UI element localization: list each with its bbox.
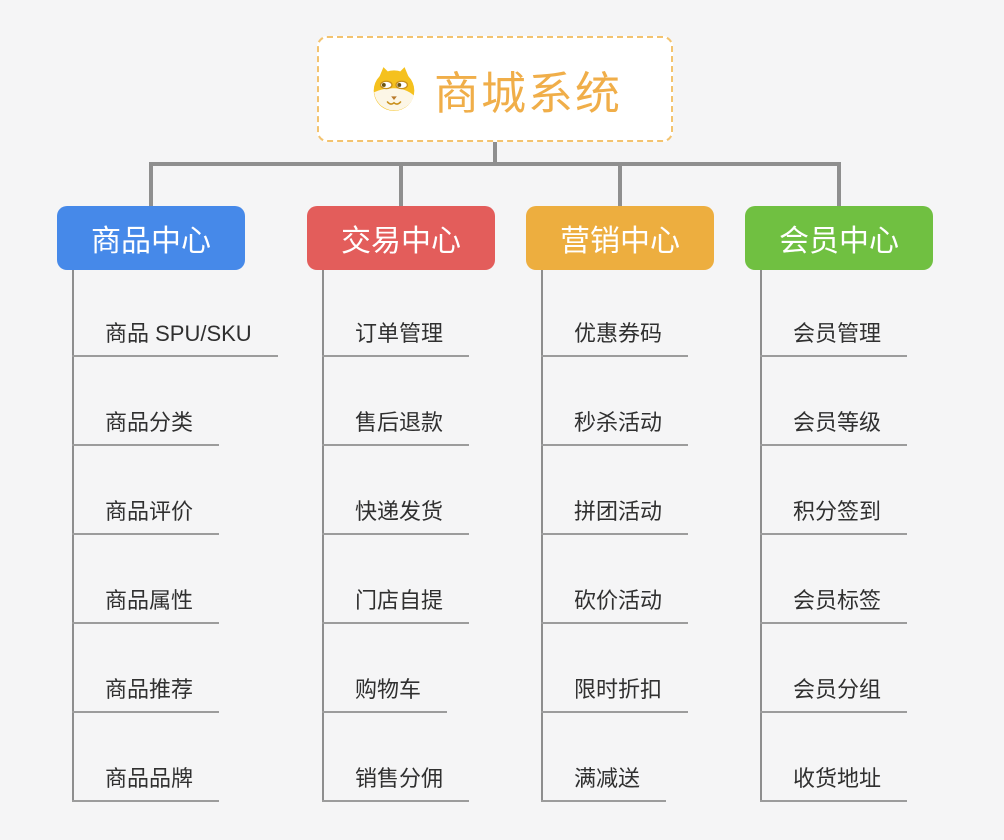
leaf-node[interactable]: 会员分组 — [760, 673, 908, 713]
branch-head-member-center[interactable]: 会员中心 — [745, 206, 933, 270]
root-node[interactable]: 商城系统 — [317, 36, 673, 142]
leaf-node[interactable]: 商品 SPU/SKU — [72, 317, 278, 357]
leaf-node[interactable]: 商品评价 — [72, 495, 220, 535]
leaf-node[interactable]: 订单管理 — [322, 317, 470, 357]
leaf-node[interactable]: 会员等级 — [760, 406, 908, 446]
branch-spine — [760, 270, 762, 802]
leaf-node[interactable]: 拼团活动 — [541, 495, 689, 535]
branch-marketing-center: 营销中心 优惠券码 秒杀活动 拼团活动 砍价活动 限时折扣 满减送 — [526, 206, 786, 806]
leaf-node[interactable]: 满减送 — [541, 762, 667, 802]
leaf-node[interactable]: 收货地址 — [760, 762, 908, 802]
branch-spine — [322, 270, 324, 802]
leaf-node[interactable]: 门店自提 — [322, 584, 470, 624]
branch-head-product-center[interactable]: 商品中心 — [57, 206, 245, 270]
leaf-node[interactable]: 优惠券码 — [541, 317, 689, 357]
leaf-node[interactable]: 会员标签 — [760, 584, 908, 624]
leaf-node[interactable]: 限时折扣 — [541, 673, 689, 713]
shiba-dog-icon — [373, 67, 415, 111]
leaf-node[interactable]: 积分签到 — [760, 495, 908, 535]
connector-drop — [149, 162, 153, 208]
leaf-node[interactable]: 会员管理 — [760, 317, 908, 357]
leaf-node[interactable]: 快递发货 — [322, 495, 470, 535]
leaf-node[interactable]: 购物车 — [322, 673, 448, 713]
root-connector-stub — [493, 141, 497, 164]
branch-head-trade-center[interactable]: 交易中心 — [307, 206, 495, 270]
branch-spine — [72, 270, 74, 802]
leaf-node[interactable]: 商品品牌 — [72, 762, 220, 802]
leaf-node[interactable]: 销售分佣 — [322, 762, 470, 802]
branch-head-marketing-center[interactable]: 营销中心 — [526, 206, 714, 270]
branch-trade-center: 交易中心 订单管理 售后退款 快递发货 门店自提 购物车 销售分佣 — [307, 206, 567, 806]
leaf-node[interactable]: 商品推荐 — [72, 673, 220, 713]
connector-drop — [399, 162, 403, 208]
root-title: 商城系统 — [433, 67, 622, 119]
leaf-node[interactable]: 秒杀活动 — [541, 406, 689, 446]
connector-drop — [837, 162, 841, 208]
connector-hline — [149, 162, 841, 166]
leaf-node[interactable]: 商品分类 — [72, 406, 220, 446]
leaf-node[interactable]: 商品属性 — [72, 584, 220, 624]
connector-drop — [618, 162, 622, 208]
branch-product-center: 商品中心 商品 SPU/SKU 商品分类 商品评价 商品属性 商品推荐 商品品牌 — [57, 206, 317, 806]
leaf-node[interactable]: 售后退款 — [322, 406, 470, 446]
branch-spine — [541, 270, 543, 802]
leaf-node[interactable]: 砍价活动 — [541, 584, 689, 624]
branch-member-center: 会员中心 会员管理 会员等级 积分签到 会员标签 会员分组 收货地址 — [745, 206, 1004, 806]
